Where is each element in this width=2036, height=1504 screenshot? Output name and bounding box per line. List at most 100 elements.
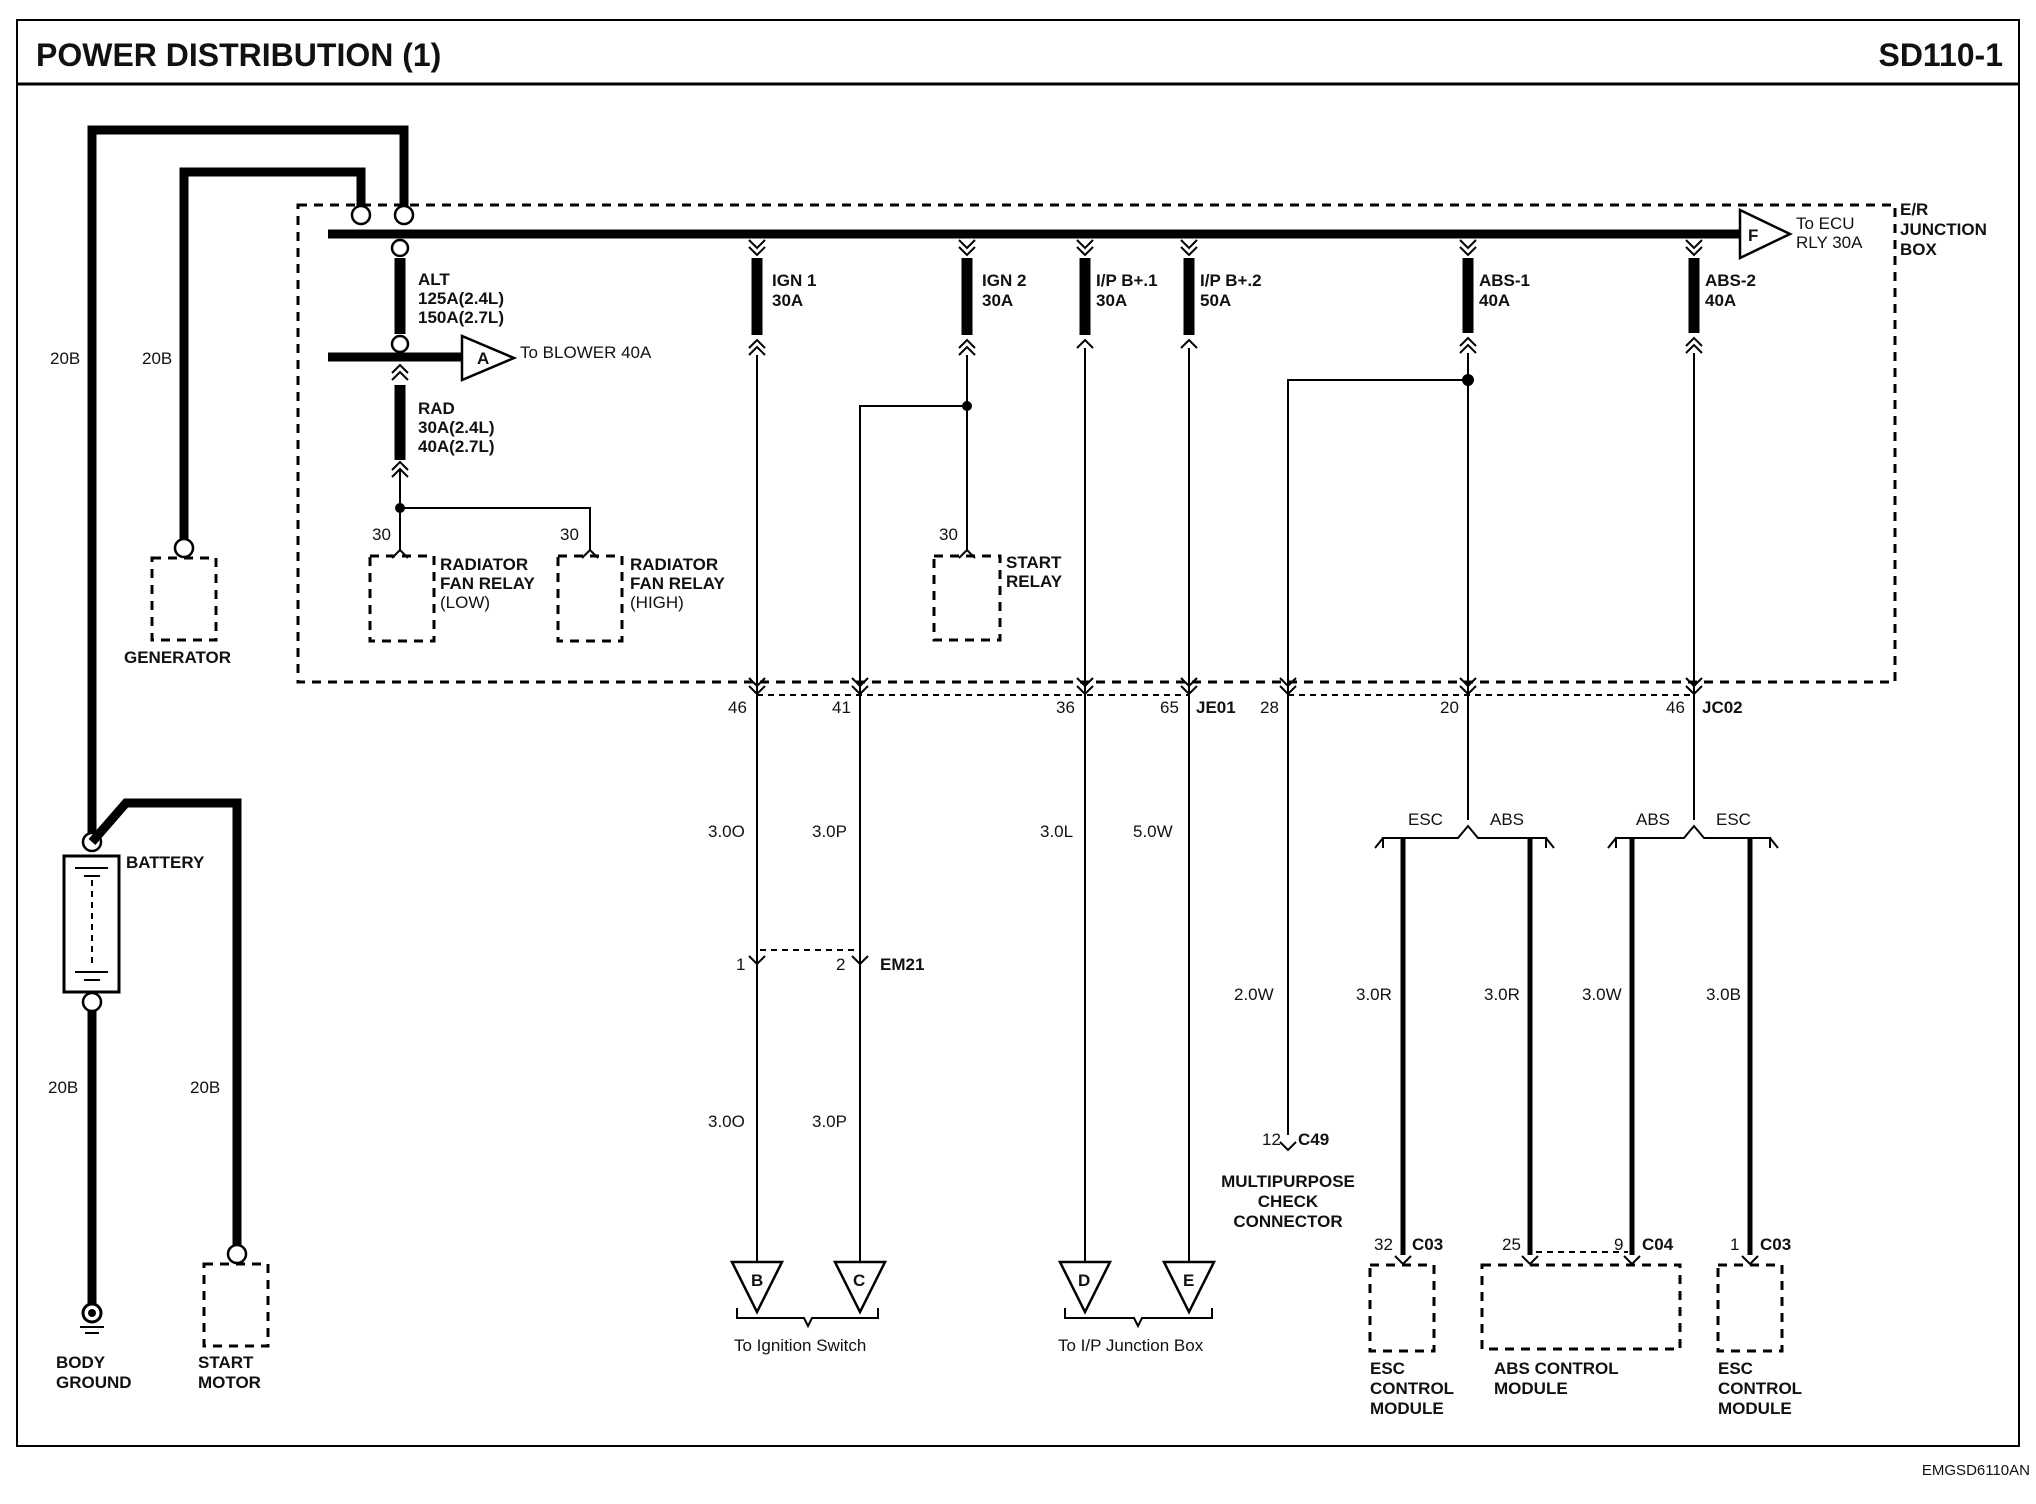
c03b-arrow [1741, 1255, 1759, 1266]
body-ground-2: GROUND [56, 1373, 132, 1392]
c49-arrow [1279, 1141, 1297, 1152]
alt-top-terminal [390, 238, 410, 258]
rad-fuse-rating-1: 30A(2.4L) [418, 418, 495, 437]
abs2-fuse-name: ABS-2 [1705, 271, 1756, 290]
wire-2-0w: 2.0W [1234, 985, 1274, 1004]
rad-splice-wire [400, 507, 591, 550]
c04-arrow-1 [1521, 1255, 1539, 1266]
start-relay-l1: START [1006, 553, 1062, 572]
rad-low-l2: FAN RELAY [440, 574, 535, 593]
rad-high-l3: (HIGH) [630, 593, 684, 612]
to-ip-junction-box: To I/P Junction Box [1058, 1336, 1204, 1355]
wire-3-0r-b: 3.0R [1484, 985, 1520, 1004]
connector-a-triangle [460, 334, 518, 382]
start-motor-wire [88, 798, 242, 1250]
pin-28: 28 [1260, 698, 1279, 717]
connector-je01: JE01 [1196, 698, 1236, 717]
esc-a-l1: ESC [1370, 1359, 1405, 1378]
mpc-label-3: CONNECTOR [1233, 1212, 1342, 1231]
ign1-fuse-group [748, 239, 766, 356]
mpc-label-2: CHECK [1258, 1192, 1319, 1211]
body-ground-1: BODY [56, 1353, 106, 1372]
abs1-branch [1382, 824, 1547, 848]
abs2-fuse-rating: 40A [1705, 291, 1736, 310]
connector-c03b: C03 [1760, 1235, 1791, 1254]
connector-em21: EM21 [880, 955, 924, 974]
c03b-pin: 1 [1730, 1235, 1739, 1254]
abs1-fuse-name: ABS-1 [1479, 271, 1530, 290]
generator-feed-wire [179, 167, 366, 545]
start-relay-box [932, 554, 1002, 642]
ipb1-fuse-name: I/P B+.1 [1096, 271, 1158, 290]
rad-high-pin: 30 [560, 525, 579, 544]
esc-control-module-a [1368, 1263, 1436, 1353]
ipb2-fuse-rating: 50A [1200, 291, 1231, 310]
abs2-branch [1615, 824, 1771, 848]
ign1-fuse-name: IGN 1 [772, 271, 816, 290]
abs1-fuse-rating: 40A [1479, 291, 1510, 310]
connector-e: E [1161, 1260, 1217, 1315]
connector-b: B [729, 1260, 785, 1315]
wire-3-0l: 3.0L [1040, 822, 1073, 841]
c04-pin-1: 25 [1502, 1235, 1521, 1254]
battery-feed-wire [87, 125, 409, 840]
svg-text:D: D [1078, 1271, 1090, 1290]
c04-arrow-2 [1623, 1255, 1641, 1266]
branch-esc-2: ESC [1716, 810, 1751, 829]
ipb2-fuse-name: I/P B+.2 [1200, 271, 1262, 290]
esc-b-l1: ESC [1718, 1359, 1753, 1378]
esc-a-l3: MODULE [1370, 1399, 1444, 1418]
esc-control-module-b [1716, 1263, 1784, 1353]
connector-c03a: C03 [1412, 1235, 1443, 1254]
abs-module-l2: MODULE [1494, 1379, 1568, 1398]
ign-switch-brace [736, 1308, 879, 1329]
pin-41: 41 [832, 698, 851, 717]
pin-65: 65 [1160, 698, 1179, 717]
abs1-fuse-group [1459, 239, 1477, 354]
connector-a-text: To BLOWER 40A [520, 343, 652, 362]
connector-c: C [832, 1260, 888, 1315]
terminal-gen [350, 204, 372, 226]
svg-text:B: B [751, 1271, 763, 1290]
rad-fan-relay-low-box [368, 554, 436, 643]
ign2-fuse-name: IGN 2 [982, 271, 1026, 290]
connector-f-triangle [1738, 208, 1793, 260]
connector-d: D [1057, 1260, 1113, 1315]
generator-terminal [173, 537, 195, 559]
pin-36: 36 [1056, 698, 1075, 717]
ign2-fuse-rating: 30A [982, 291, 1013, 310]
start-motor-1: START [198, 1353, 254, 1372]
abs-control-module [1480, 1263, 1682, 1351]
generator-label: GENERATOR [124, 648, 231, 667]
wire-20b-b: 20B [142, 349, 172, 368]
esc-b-l2: CONTROL [1718, 1379, 1802, 1398]
abs2-branch-ends [1607, 837, 1779, 849]
mpc-wire [1287, 379, 1468, 1135]
jb-label-1: E/R [1900, 200, 1928, 219]
generator-box [150, 556, 218, 642]
start-motor-box [202, 1262, 270, 1348]
connector-a-letter: A [477, 349, 489, 368]
em21-arrow-1 [748, 955, 766, 966]
ipb1-fuse-rating: 30A [1096, 291, 1127, 310]
rad-fuse-rating-2: 40A(2.7L) [418, 437, 495, 456]
ground-symbol-dot [88, 1309, 96, 1317]
rad-high-l1: RADIATOR [630, 555, 718, 574]
c49-pin: 12 [1262, 1130, 1281, 1149]
rad-low-l3: (LOW) [440, 593, 490, 612]
pin-46a: 46 [728, 698, 747, 717]
start-motor-2: MOTOR [198, 1373, 261, 1392]
connector-jc02: JC02 [1702, 698, 1743, 717]
c03a-arrow [1394, 1255, 1412, 1266]
alt-bottom-terminal [390, 334, 410, 354]
pin-46b: 46 [1666, 698, 1685, 717]
rad-arrow [391, 363, 409, 381]
page-code: SD110-1 [1878, 37, 2003, 73]
wire-3-0p-b: 3.0P [812, 1112, 847, 1131]
alt-fuse-rating-2: 150A(2.7L) [418, 308, 504, 327]
c03a-pin: 32 [1374, 1235, 1393, 1254]
wire-20b-a: 20B [50, 349, 80, 368]
svg-text:E: E [1183, 1271, 1194, 1290]
em21-pin-1: 1 [736, 955, 745, 974]
